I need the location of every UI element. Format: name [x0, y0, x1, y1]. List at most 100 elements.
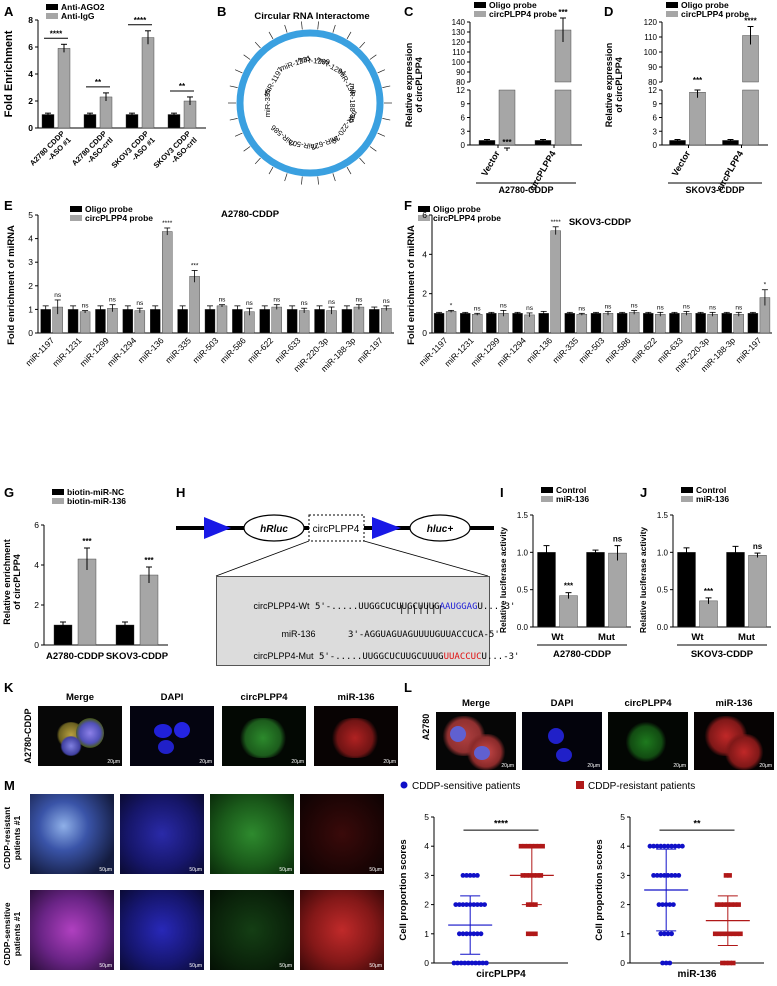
- data-point-sensitive: [480, 960, 486, 966]
- bar-s1: [486, 313, 497, 334]
- bar-s2: [216, 305, 228, 334]
- wt-label: circPLPP4-Wt: [253, 601, 310, 611]
- k-image-mir136: 20μm: [314, 706, 398, 766]
- significance-label: ***: [693, 76, 703, 85]
- significance-label: ns: [301, 300, 309, 307]
- x-tick-label: A2780 CDDP-ASO #1: [28, 129, 73, 174]
- data-point-sensitive: [661, 931, 667, 937]
- bar-s2: [472, 314, 483, 334]
- y-tick-label: 1: [28, 304, 33, 314]
- y-tick-label: 0.0: [657, 623, 669, 632]
- panel-label-g: G: [4, 485, 15, 500]
- binding-site-mark: [332, 173, 336, 182]
- y-tick-label: 120: [644, 18, 658, 27]
- x-tick-label: Mut: [738, 632, 756, 643]
- a-y-label: Fold Enrichment: [3, 30, 15, 117]
- data-point-sensitive: [672, 843, 678, 849]
- legend-swatch-circ: [666, 11, 678, 17]
- legend-swatch-ago2: [46, 4, 58, 10]
- mir-label: miR-136: [281, 629, 316, 639]
- y-tick-label: 3: [653, 127, 658, 136]
- legend-sensitive: CDDP-sensitive patients: [412, 781, 520, 792]
- x-tick-label: miR-1294: [495, 335, 528, 368]
- m-r2-mir136: 50μm: [300, 890, 384, 970]
- binding-site-mark: [301, 176, 303, 185]
- y-tick-label: 0.5: [657, 586, 669, 595]
- x-tick-label: Wt: [691, 632, 704, 643]
- x-tick-label: miR-586: [218, 335, 248, 365]
- significance-label: ns: [54, 292, 62, 299]
- l-title-dapi: DAPI: [550, 698, 574, 709]
- l-image-dapi: 20μm: [522, 712, 602, 770]
- data-point-resistant: [723, 960, 729, 966]
- significance-label: ***: [564, 582, 574, 591]
- significance-label: ****: [134, 16, 147, 25]
- data-point-sensitive: [482, 902, 487, 907]
- bar: [139, 574, 159, 646]
- data-point-sensitive: [473, 960, 478, 966]
- bar-s1: [538, 313, 549, 334]
- m-r1-dapi: 50μm: [120, 794, 204, 874]
- legend-swatch-control: [681, 487, 693, 493]
- data-point-sensitive: [676, 843, 682, 849]
- y-tick-label: 2: [28, 96, 33, 106]
- data-point-sensitive: [464, 873, 469, 878]
- group-label: SKOV3-CDDP: [685, 185, 744, 195]
- data-point-resistant: [529, 931, 535, 937]
- bar: [608, 552, 627, 628]
- y-tick-label: 0: [28, 328, 33, 338]
- data-point-sensitive: [669, 931, 674, 937]
- bar-s2: [445, 311, 457, 334]
- y-tick-label: 4: [34, 560, 39, 570]
- data-point-sensitive: [453, 902, 459, 907]
- binding-site-mark: [234, 132, 243, 137]
- legend-circ: circPLPP4 probe: [681, 9, 749, 19]
- y-tick-label: 12: [456, 86, 465, 95]
- l-title-merge: Merge: [462, 698, 490, 709]
- x-tick-label: Mut: [598, 632, 616, 643]
- y-tick-label: 90: [456, 68, 465, 77]
- data-point-resistant: [718, 902, 723, 907]
- y-tick-label: 2: [28, 281, 33, 291]
- legend-oligo: Oligo probe: [433, 204, 481, 214]
- bar: [537, 552, 556, 628]
- data-point-resistant: [734, 931, 740, 937]
- bar-s2: [498, 313, 509, 334]
- data-point-sensitive: [451, 960, 457, 966]
- y-tick-label: 1.5: [517, 511, 529, 520]
- panel-label-k: K: [4, 680, 14, 695]
- k-side-label: A2780-CDDP: [23, 708, 33, 764]
- bar-s1: [669, 313, 680, 334]
- data-point-sensitive: [676, 873, 682, 878]
- data-point-sensitive: [679, 843, 685, 849]
- x-tick-label: miR-503: [577, 335, 607, 365]
- legend-oligo: Oligo probe: [681, 0, 729, 10]
- binding-site-mark: [268, 166, 274, 175]
- significance-label: ***: [191, 262, 199, 269]
- legend-swatch-oligo: [474, 2, 486, 8]
- panel-label-e: E: [4, 198, 13, 213]
- group-label: SKOV3-CDDP: [691, 649, 754, 660]
- bar-s1: [460, 313, 471, 334]
- bar: [559, 595, 578, 628]
- legend-oligo: Oligo probe: [85, 204, 133, 214]
- binding-site-mark: [229, 118, 238, 121]
- data-point-sensitive: [460, 902, 466, 907]
- y-tick-label: 8: [28, 15, 33, 25]
- hrluc-label: hRluc: [260, 524, 288, 535]
- legend-swatch-oligo: [70, 206, 82, 212]
- y-tick-label: 130: [452, 28, 466, 37]
- significance-label: ****: [551, 219, 562, 226]
- y-tick-label: 6: [653, 114, 658, 123]
- insert-label: circPLPP4: [313, 524, 360, 535]
- y-tick-label: 3: [620, 870, 625, 880]
- bar-s2: [576, 314, 588, 334]
- l-image-merge: 20μm: [436, 712, 516, 770]
- l-image-mir136: 20μm: [694, 712, 774, 770]
- data-point-sensitive: [478, 931, 484, 937]
- y-axis-label: Relative luciferase activity: [638, 527, 648, 634]
- y-tick-label: 0: [620, 958, 625, 968]
- y-tick-label: 4: [28, 234, 33, 244]
- mirna-label: miR-188-3p: [348, 83, 357, 122]
